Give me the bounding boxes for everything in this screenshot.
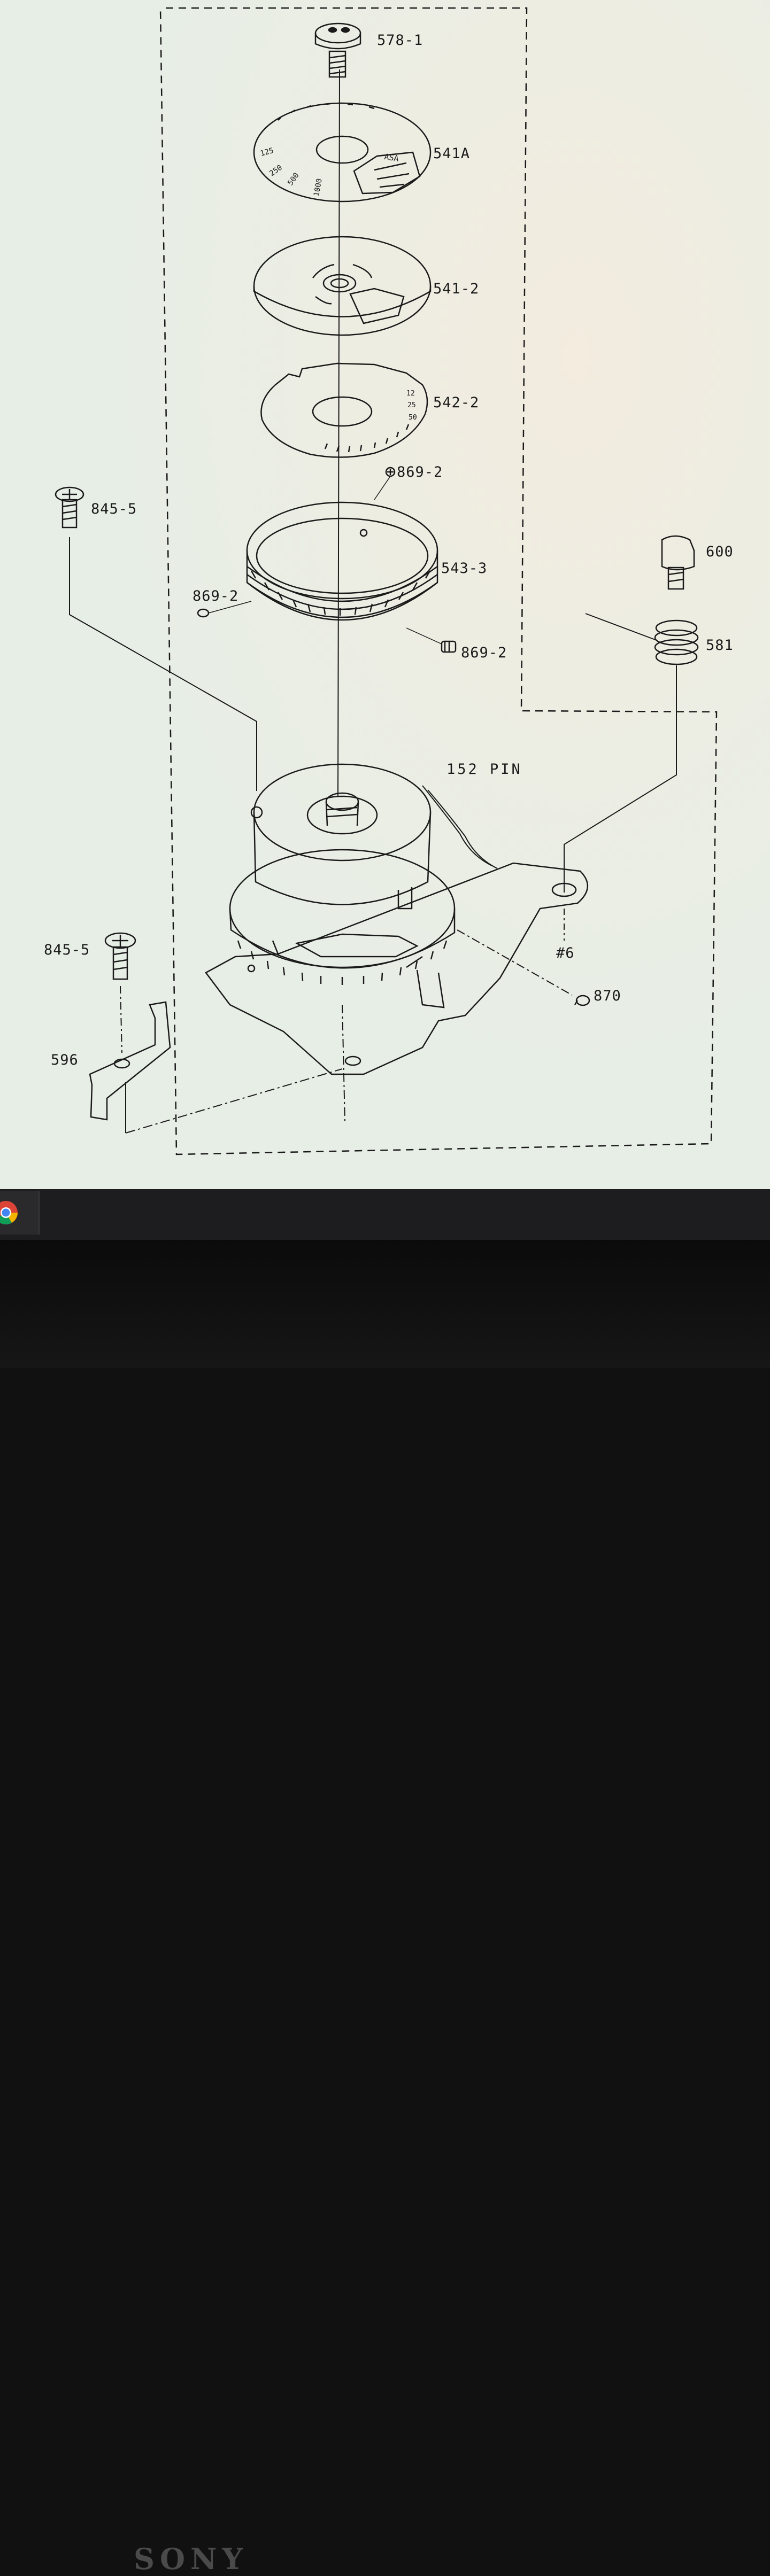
part-541A-asa-dial	[253, 102, 432, 203]
part-581-spring	[585, 613, 699, 665]
dial-541A-scale-1000: 1000	[312, 178, 324, 197]
label-870: 870	[594, 988, 621, 1004]
dial-542-2-scale-12: 12	[406, 390, 415, 398]
part-600-screw	[661, 535, 695, 590]
label-600: 600	[706, 544, 734, 560]
label-845-5-bottom: 845-5	[44, 942, 90, 958]
assembly-boundary	[159, 7, 718, 1155]
part-869-2-screw-right	[406, 627, 457, 653]
part-596-bracket	[89, 1001, 343, 1134]
part-869-2-screw-left	[197, 601, 252, 618]
leader-581	[564, 665, 677, 893]
part-578-1-screw	[314, 22, 361, 78]
taskbar	[0, 1189, 770, 1240]
label-845-5-top: 845-5	[91, 501, 137, 517]
label-152-pin: 152 PIN	[446, 761, 522, 778]
dial-541A-scale-125: 125	[259, 146, 275, 158]
dial-542-2-scale-25: 25	[407, 401, 416, 409]
screen: ASA 125 250 500 1000 12 25 50 578-1 541A…	[0, 0, 770, 1189]
part-541-2-disc	[253, 236, 432, 336]
label-869-2-left: 869-2	[192, 588, 239, 604]
label-6: #6	[556, 945, 575, 961]
axis-line-lower	[342, 1004, 345, 1123]
part-543-3-knurled-ring	[246, 501, 438, 621]
label-541-2: 541-2	[433, 281, 480, 297]
monitor-bezel: SONY	[0, 1240, 770, 2576]
chrome-icon	[0, 1201, 18, 1224]
label-542-2: 542-2	[433, 394, 480, 411]
exploded-parts-diagram: ASA 125 250 500 1000 12 25 50	[0, 0, 770, 1189]
label-541A: 541A	[433, 145, 471, 162]
leader-845-5-top	[69, 537, 257, 791]
monitor-brand-logo: SONY	[134, 2542, 248, 2576]
label-581: 581	[706, 637, 734, 654]
part-869-2-screw-top	[374, 467, 396, 500]
label-869-2-top: 869-2	[397, 464, 443, 480]
label-543-3: 543-3	[441, 560, 488, 577]
dial-541A-asa-text: ASA	[383, 152, 399, 164]
dial-542-2-scale-50: 50	[409, 414, 417, 422]
chrome-taskbar-button[interactable]	[0, 1191, 40, 1235]
leader-870	[457, 929, 573, 996]
axis-line	[337, 69, 340, 797]
leader-596	[125, 1068, 343, 1134]
part-845-5-screw-top	[55, 486, 84, 529]
base-assembly	[205, 763, 589, 1075]
label-596: 596	[51, 1052, 79, 1068]
part-870-pin	[574, 995, 590, 1006]
part-845-5-screw-bottom	[104, 932, 136, 1053]
label-578-1: 578-1	[377, 32, 424, 49]
label-869-2-right: 869-2	[461, 645, 507, 661]
part-542-2-scale-disc	[260, 362, 428, 458]
